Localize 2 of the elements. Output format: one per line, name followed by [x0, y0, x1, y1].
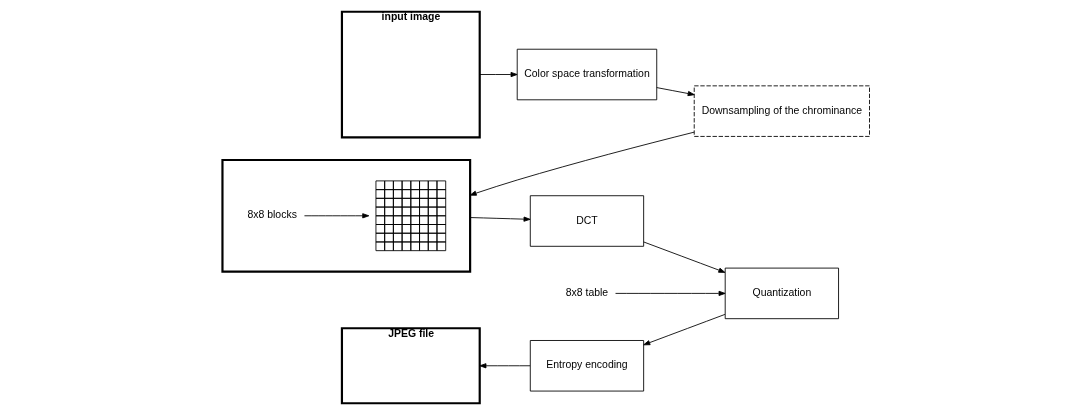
node-text: 8x8 table: [565, 287, 609, 299]
node-text: 8x8 blocks: [247, 209, 297, 221]
